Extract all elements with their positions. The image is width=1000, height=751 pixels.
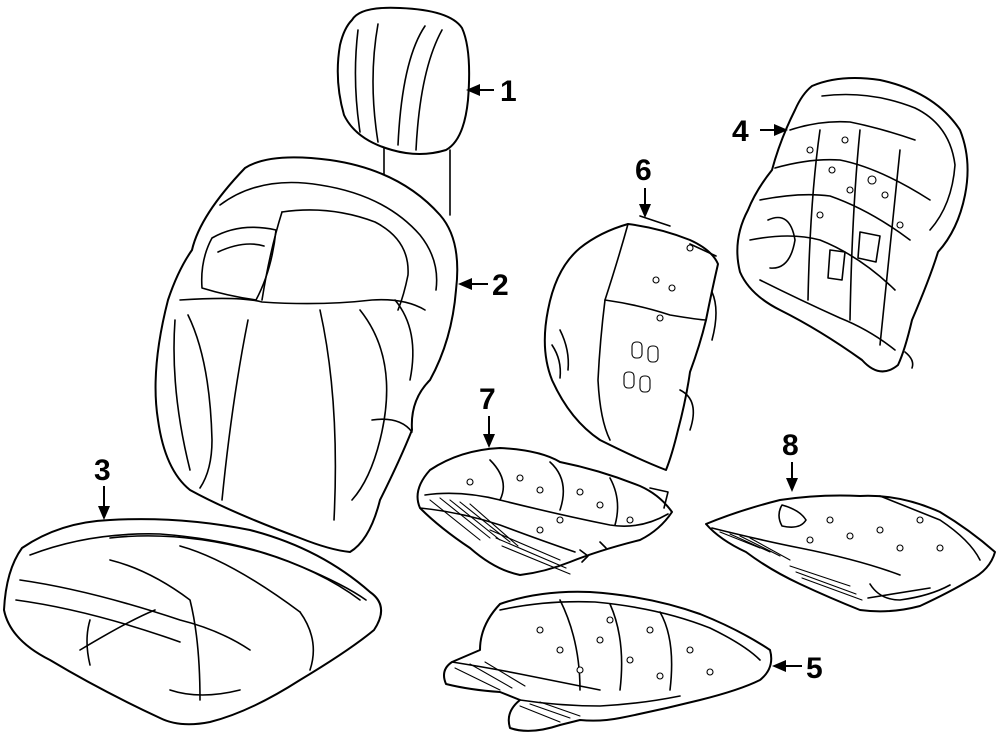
callout-8: 8 — [782, 429, 799, 462]
callout-2: 2 — [492, 269, 509, 302]
part-8-seat-pan-element[interactable] — [705, 494, 996, 613]
callout-1: 1 — [500, 75, 517, 108]
part-4-seat-back-frame[interactable] — [736, 77, 969, 373]
callout-4: 4 — [732, 115, 749, 148]
part-3-seat-cushion[interactable] — [3, 518, 382, 726]
callout-labels: 1 2 3 4 5 6 7 8 — [94, 75, 823, 685]
callout-5: 5 — [806, 652, 823, 685]
part-6-back-heater-pad[interactable] — [543, 215, 719, 471]
callout-6: 6 — [635, 154, 652, 187]
callout-7: 7 — [479, 383, 496, 416]
part-1-headrest[interactable] — [336, 6, 471, 216]
part-7-seat-heater-mat[interactable] — [416, 447, 673, 576]
part-2-backrest[interactable] — [154, 156, 459, 553]
callout-3: 3 — [94, 454, 111, 487]
callout-leaders — [98, 84, 802, 672]
part-5-seat-cushion-pad[interactable] — [443, 590, 773, 732]
